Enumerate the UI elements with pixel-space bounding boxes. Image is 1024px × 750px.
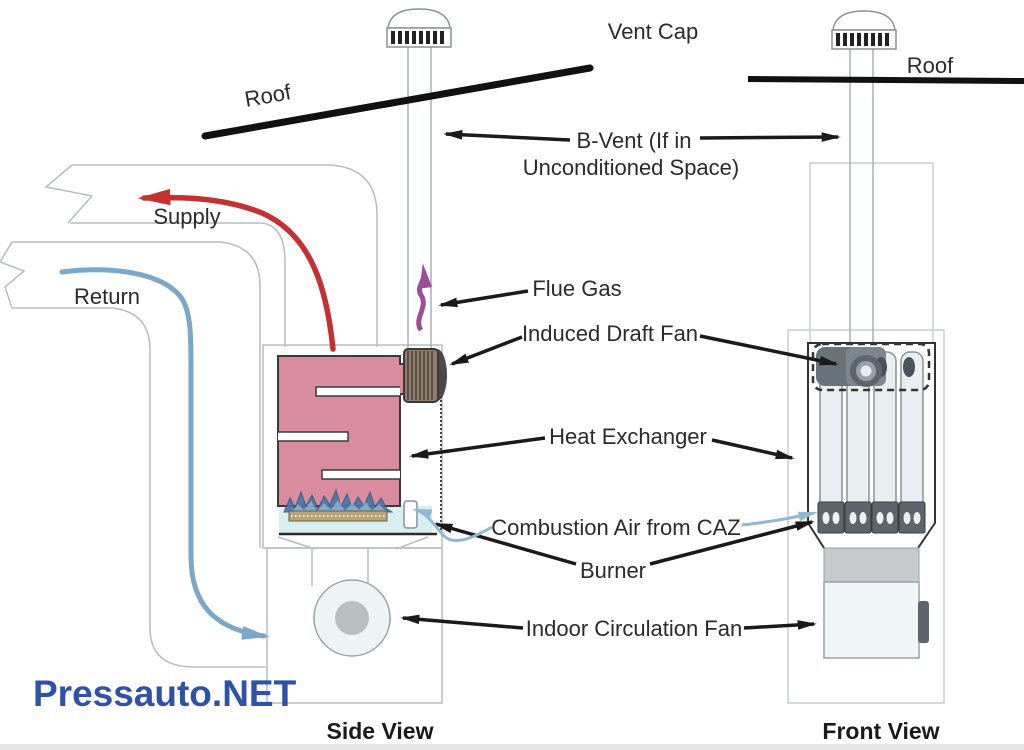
arrow-icf-right [743, 620, 817, 630]
supply-duct [44, 164, 378, 347]
label-bvent-line2: Unconditioned Space) [523, 155, 739, 180]
label-supply: Supply [153, 204, 220, 229]
supply-flow-arrow [137, 188, 336, 352]
label-vent-cap: Vent Cap [608, 19, 699, 44]
arrow-burner-right [649, 520, 815, 566]
label-heat-exchanger: Heat Exchanger [549, 424, 707, 449]
return-flow-arrow [59, 267, 270, 640]
burner-bar-side [288, 510, 388, 522]
arrow-bvent-right [699, 132, 841, 142]
b-vent-pipe-front [849, 49, 874, 343]
label-return: Return [74, 284, 140, 309]
induced-draft-fan-front [811, 342, 931, 392]
indoor-circulation-fan-side [313, 579, 391, 657]
blower-compartment-front [823, 547, 929, 659]
arrow-icf-left [400, 614, 524, 630]
watermark: Pressauto.NET [33, 673, 297, 714]
induced-draft-fan-side [403, 348, 447, 403]
arrow-idf-left [449, 335, 523, 366]
vent-cap-front [831, 10, 897, 50]
vent-cap-side [386, 8, 452, 48]
return-duct [0, 241, 266, 668]
label-burner: Burner [580, 558, 646, 583]
label-indoor-circulation-fan: Indoor Circulation Fan [526, 616, 742, 641]
caption-front-view: Front View [822, 718, 939, 744]
roof-line-right [747, 76, 1024, 84]
arrow-flue-gas [438, 289, 529, 308]
side-furnace-casing [262, 344, 443, 704]
arrow-hx-right [711, 438, 795, 460]
arrow-burner-left [433, 522, 577, 566]
flue-gas-arrow [416, 263, 433, 332]
burners-front [817, 501, 926, 534]
b-vent-pipe-side [407, 47, 432, 350]
heat-exchanger-side [277, 355, 433, 507]
caption-side-view: Side View [327, 718, 434, 744]
callout-arrows [400, 129, 841, 630]
igniter [403, 500, 418, 529]
label-flue-gas: Flue Gas [532, 276, 621, 301]
label-induced-draft-fan: Induced Draft Fan [522, 321, 698, 346]
combustion-air-lines [412, 508, 818, 543]
bottom-edge-strip [0, 744, 1024, 750]
arrow-bvent-left [443, 129, 571, 142]
burner-flames [283, 488, 394, 513]
label-roof-left: Roof [243, 79, 294, 112]
label-combustion-air: Combustion Air from CAZ [491, 515, 740, 540]
arrow-idf-right [699, 334, 839, 366]
label-bvent-line1: B-Vent (If in [577, 128, 692, 153]
arrow-hx-left [409, 436, 546, 459]
roof-line-left [201, 64, 594, 140]
label-roof-right: Roof [907, 53, 954, 78]
